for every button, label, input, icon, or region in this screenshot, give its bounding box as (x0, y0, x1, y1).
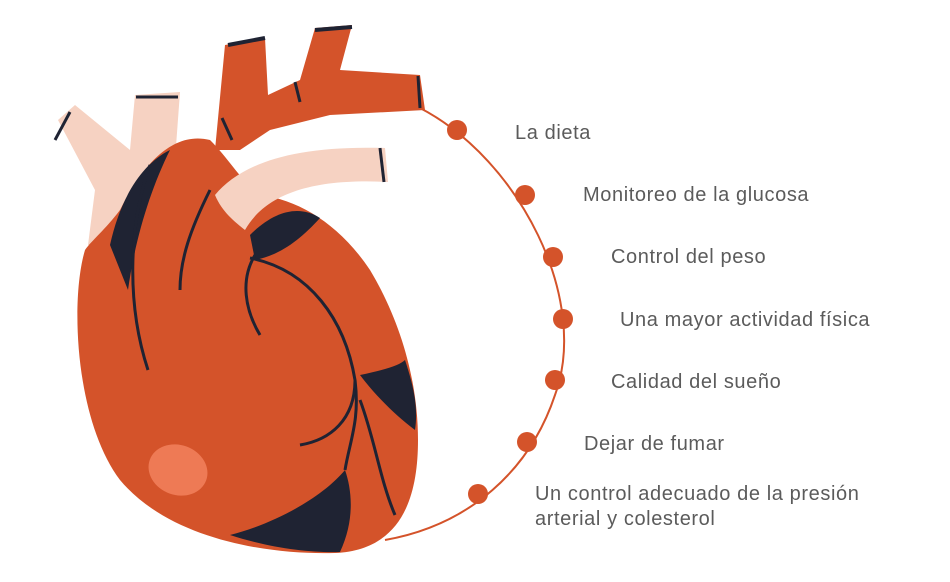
label-sueno: Calidad del sueño (611, 371, 782, 393)
label-dieta: La dieta (515, 122, 591, 144)
dot-fumar (517, 432, 537, 452)
dot-actividad (553, 309, 573, 329)
dot-presion (468, 484, 488, 504)
dot-dieta (447, 120, 467, 140)
label-presion: Un control adecuado de la presión arteri… (535, 483, 860, 530)
label-actividad: Una mayor actividad física (620, 309, 871, 331)
label-peso: Control del peso (611, 246, 767, 268)
item-dots (447, 120, 573, 504)
heart-highlight (148, 444, 208, 496)
aorta (215, 25, 425, 150)
label-glucosa: Monitoreo de la glucosa (583, 184, 810, 206)
label-fumar: Dejar de fumar (584, 433, 725, 455)
dot-glucosa (515, 185, 535, 205)
dot-peso (543, 247, 563, 267)
dot-sueno (545, 370, 565, 390)
heart-body (77, 138, 418, 554)
